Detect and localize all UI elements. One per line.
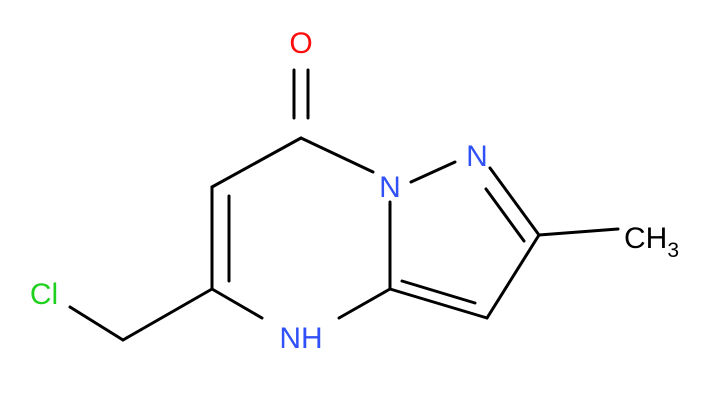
atom-nitrogen-pyrazole: N bbox=[466, 140, 488, 173]
bond-n1-c2-inner bbox=[484, 187, 526, 243]
bond-c2-ch3 bbox=[537, 227, 620, 237]
bond-c2-c3 bbox=[485, 233, 541, 320]
methyl-ch: CH bbox=[624, 222, 667, 255]
atom-nitrogen-bridge: N bbox=[379, 171, 401, 204]
atom-nh: NH bbox=[279, 322, 322, 355]
bond-c3-c3a bbox=[388, 287, 489, 320]
bond-c5-n4 bbox=[210, 287, 264, 320]
atom-oxygen: O bbox=[289, 27, 312, 60]
bond-c5-ch2 bbox=[121, 287, 214, 342]
bond-lines bbox=[68, 68, 620, 342]
methyl-subscript: 3 bbox=[667, 239, 679, 262]
bond-c7-c6 bbox=[210, 136, 303, 189]
bond-c3-c3a-inner bbox=[400, 279, 477, 305]
atom-labels: O N N NH Cl CH3 bbox=[30, 27, 679, 355]
atom-chlorine: Cl bbox=[30, 278, 58, 311]
atom-methyl: CH3 bbox=[624, 222, 679, 262]
bond-n4-c3a bbox=[337, 287, 392, 320]
bond-n7a-c7 bbox=[299, 136, 375, 174]
bond-ch2-cl bbox=[68, 305, 125, 342]
bond-n1-c2 bbox=[488, 166, 541, 237]
bond-n7a-n1 bbox=[409, 160, 457, 184]
